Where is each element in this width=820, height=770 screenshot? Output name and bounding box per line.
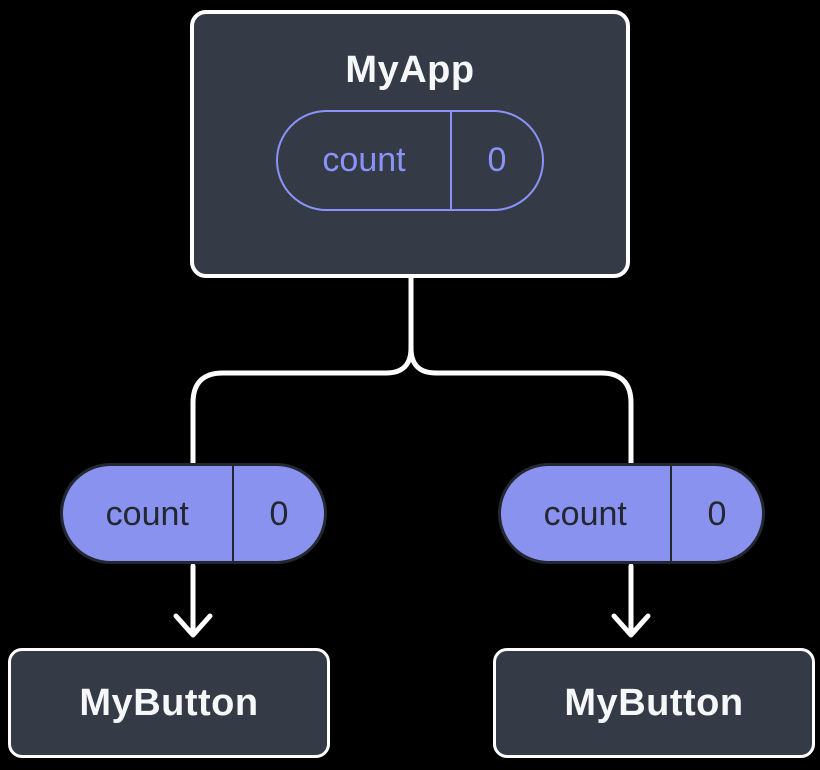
connector-branch-left: [190, 345, 414, 469]
child-left-state-label: count: [105, 494, 189, 533]
root-state-pill-divider: [450, 111, 452, 209]
child-right-state-value: 0: [707, 494, 727, 533]
child-left-state-pill-divider: [231, 466, 234, 561]
child-right-component-title: MyButton: [564, 681, 744, 724]
connector-branch-right: [408, 345, 634, 469]
arrow-left-head: [173, 613, 213, 638]
root-state-label: count: [322, 141, 406, 180]
child-right-state-pill-divider: [669, 466, 672, 561]
child-right-state-label: count: [543, 494, 627, 533]
root-state-value: 0: [487, 141, 507, 180]
root-component-title: MyApp: [345, 49, 475, 91]
child-left-component-title: MyButton: [79, 681, 259, 724]
child-right-component-card: MyButton: [493, 648, 815, 758]
child-left-state-pill: count 0: [60, 463, 327, 564]
child-left-component-card: MyButton: [8, 648, 330, 758]
root-state-pill: count 0: [276, 109, 544, 211]
root-component-card: MyApp count 0: [190, 10, 630, 278]
child-left-state-value: 0: [269, 494, 289, 533]
arrow-right-head: [611, 613, 651, 638]
child-right-state-pill: count 0: [498, 463, 765, 564]
